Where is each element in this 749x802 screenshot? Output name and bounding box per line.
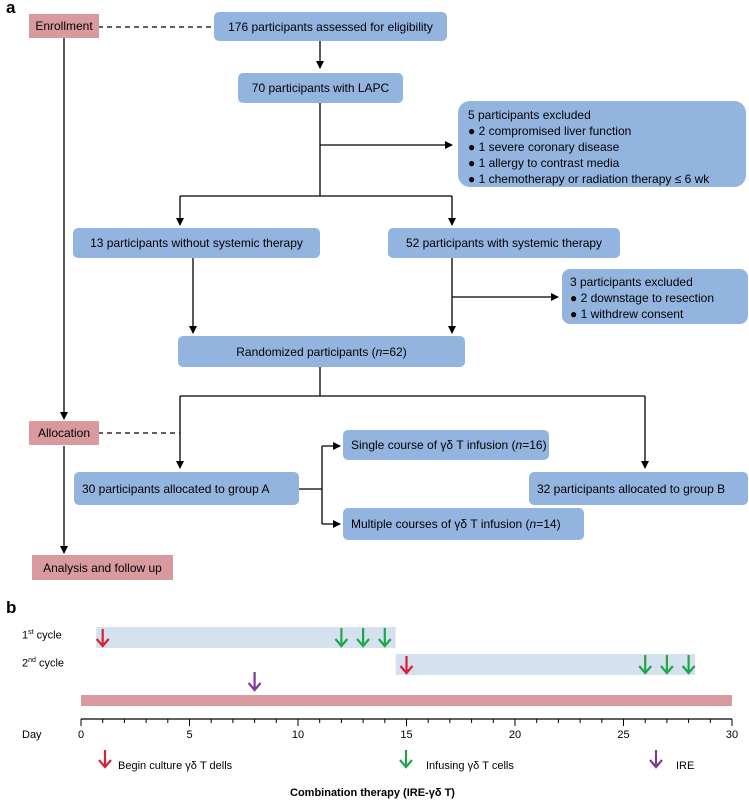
allocation-phase: Allocation [29,421,99,445]
panel-b-label: b [6,598,17,617]
cycle-2-suffix: nd [28,657,36,664]
cycle-2-word: cycle [35,657,65,670]
excluded-2-box: 3 participants excluded ● 2 downstage to… [562,269,748,324]
randomized-count: =62) [382,344,407,359]
infusion-arrow [377,628,392,648]
excluded-2-item: ● 1 withdrew consent [570,307,684,321]
tick-label: 30 [725,729,739,741]
enrollment-phase: Enrollment [29,14,99,38]
footer-caption: Combination therapy (IRE-γδ T) [290,787,455,799]
legend-ire-arrow [649,750,663,769]
cycle-1-word: cycle [33,629,62,642]
legend-culture-label: Begin culture γδ T dells [118,760,233,772]
multiple-courses-text: Multiple courses of γδ T infusion ( [351,517,530,531]
cycle-1-suffix: st [28,629,34,636]
excluded-1-item: ● 2 compromised liver function [468,124,632,138]
with-systemic-box: 52 participants with systemic therapy [388,228,620,258]
excluded-1-item: ● 1 allergy to contrast media [468,156,620,170]
culture-arrow-cycle-1 [95,629,110,648]
randomized-box: Randomized participants (n=62) [178,336,465,367]
multiple-courses-box: Multiple courses of γδ T infusion (n=14) [343,508,584,540]
tick-label: 5 [186,729,193,741]
single-course-text: Single course of γδ T infusion ( [351,438,516,452]
culture-arrow-cycle-2 [399,656,414,675]
group-b-box: 32 participants allocated to group B [529,472,748,505]
tick-label: 25 [617,729,630,741]
treatment-bar [81,695,732,706]
excluded-2-item: ● 2 downstage to resection [570,291,714,305]
excluded-1-box: 5 participants excluded ● 2 compromised … [458,101,746,187]
cycle-2-bar [395,654,696,675]
assessed-box: 176 participants assessed for eligibilit… [214,12,447,41]
randomized-text: Randomized participants ( [236,344,376,359]
cycle-1-number: 1 [22,629,29,642]
infusion-arrow [356,628,370,648]
cycle-1-bar [96,627,396,648]
randomized-n: n [375,344,383,359]
cycle-1-label: 1st cycle [22,629,62,642]
single-course-box: Single course of γδ T infusion (n=16) [343,430,549,460]
group-a-box: 30 participants allocated to group A [74,472,299,505]
legend-infusing-arrow [399,750,413,769]
cycle-2-label: 2nd cycle [22,657,64,670]
ire-arrow [247,672,262,692]
infusion-arrow [681,655,696,675]
panel-a-label: a [6,0,16,17]
legend-ire-label: IRE [676,760,695,772]
excluded-1-title: 5 participants excluded [468,108,591,122]
multiple-courses-count: =14) [536,517,561,531]
tick-label: 10 [291,729,305,741]
tick-label: 0 [77,729,85,741]
legend-culture-arrow [98,750,112,769]
day-label: Day [22,729,42,741]
without-systemic-box: 13 participants without systemic therapy [73,228,320,258]
cycle-2-number: 2 [22,657,29,670]
single-course-n: n [515,438,523,452]
excluded-2-title: 3 participants excluded [570,275,693,289]
infusion-arrow [334,628,349,648]
excluded-1-item: ● 1 severe coronary disease [468,140,620,154]
single-course-count: =16) [522,438,547,452]
infusion-arrow [638,655,653,675]
analysis-phase: Analysis and follow up [32,555,173,580]
excluded-1-item: ● 1 chemotherapy or radiation therapy ≤ … [468,172,710,186]
tick-label: 15 [400,729,413,741]
infusion-arrow [660,655,674,675]
legend-infusing-label: Infusing γδ T cells [426,760,514,772]
multiple-courses-n: n [529,517,537,531]
lapc-box: 70 participants with LAPC [238,73,403,103]
tick-label: 20 [508,729,522,741]
